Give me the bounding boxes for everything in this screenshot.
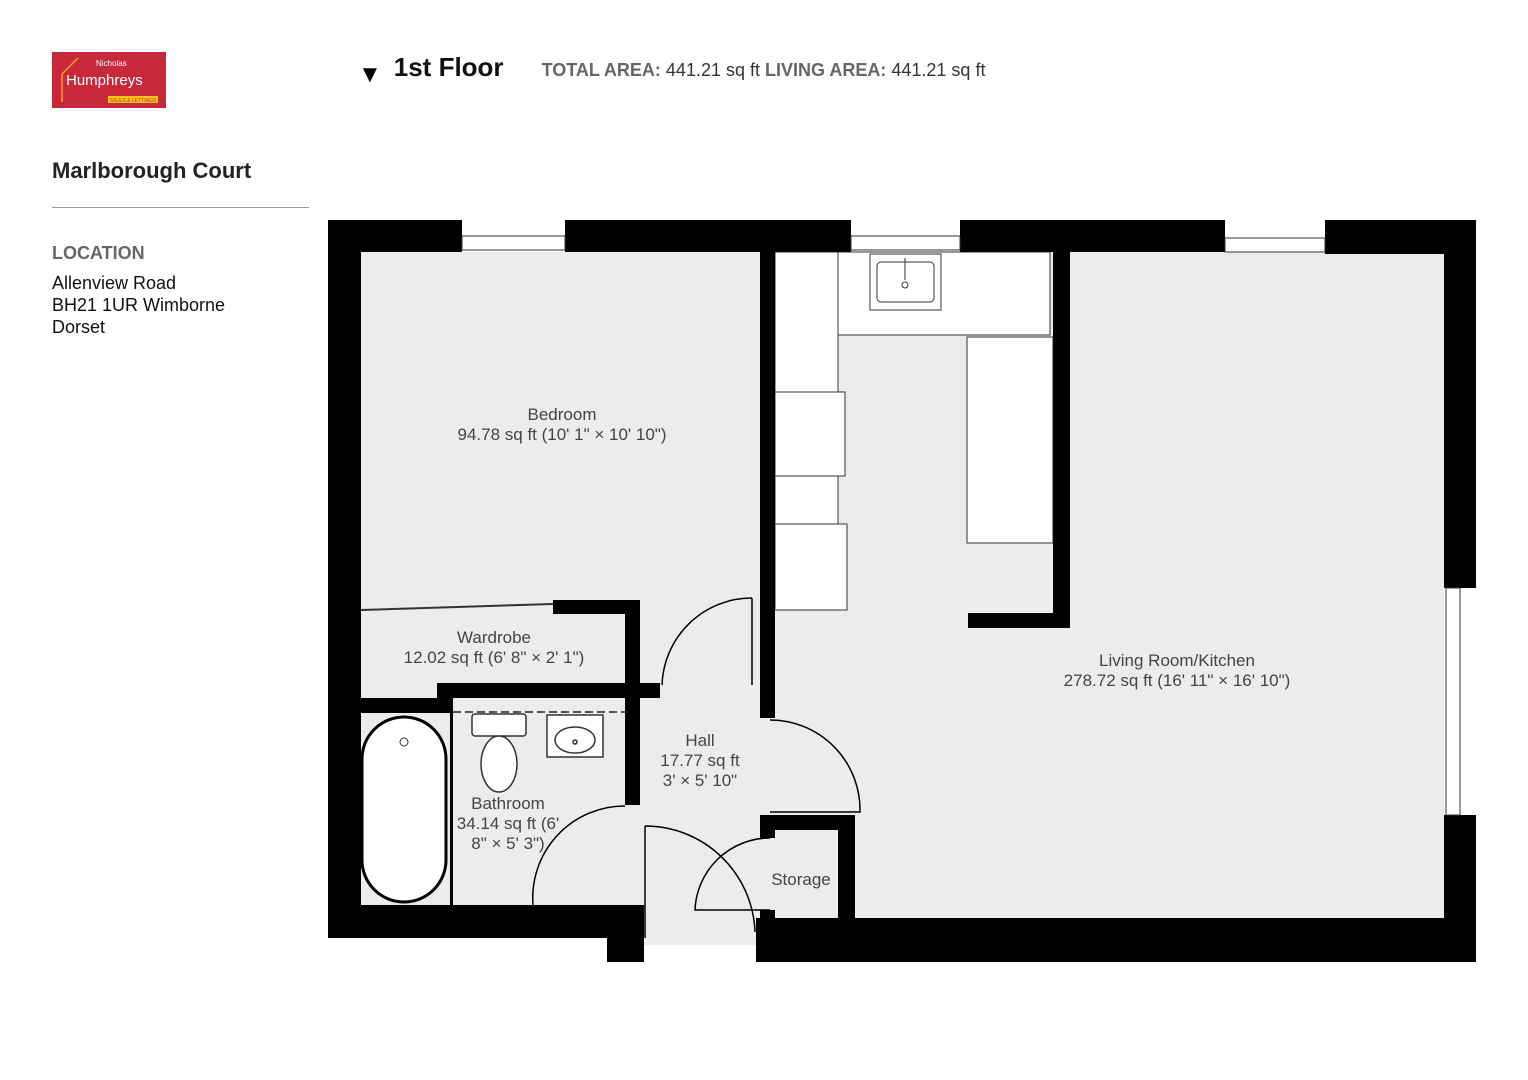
living-area-value: 441.21 sq ft — [891, 60, 986, 80]
living-area-label: LIVING AREA: — [765, 60, 887, 80]
bedroom-name: Bedroom — [528, 405, 597, 424]
bathroom-detail: 8" × 5' 3") — [471, 834, 544, 853]
triangle-down-icon[interactable]: ▼ — [358, 61, 382, 88]
address-line: BH21 1UR Wimborne — [52, 295, 226, 315]
total-area-value: 441.21 sq ft — [665, 60, 760, 80]
hall-detail: 3' × 5' 10" — [663, 771, 737, 790]
logo-tagline: SALES & LETTINGS — [110, 98, 157, 104]
toilet-icon — [471, 713, 527, 793]
windows — [461, 235, 1461, 816]
logo-text-main: Humphreys — [66, 72, 143, 89]
divider — [52, 207, 309, 208]
location-label: LOCATION — [52, 243, 145, 263]
kitchen-sink-icon — [869, 253, 942, 311]
bathroom-detail: 34.14 sq ft (6' — [457, 814, 559, 833]
wardrobe-detail: 12.02 sq ft (6' 8" × 2' 1") — [404, 648, 585, 667]
room-labels: Bedroom 94.78 sq ft (10' 1" × 10' 10") W… — [404, 405, 1291, 889]
bathtub-icon — [360, 715, 448, 904]
property-name: Marlborough Court — [52, 158, 252, 183]
living-detail: 278.72 sq ft (16' 11" × 16' 10") — [1064, 671, 1291, 690]
address-line: Dorset — [52, 317, 106, 337]
address-line: Allenview Road — [52, 273, 177, 293]
hall-detail: 17.77 sq ft — [660, 751, 740, 770]
bedroom-detail: 94.78 sq ft (10' 1" × 10' 10") — [458, 425, 667, 444]
company-logo: Nicholas Humphreys SALES & LETTINGS — [52, 52, 166, 108]
walls — [328, 220, 1476, 962]
hall-name: Hall — [685, 731, 714, 750]
wardrobe-sliding-door — [360, 603, 554, 611]
address: Allenview Road BH21 1UR Wimborne Dorset — [52, 272, 225, 338]
wardrobe-name: Wardrobe — [457, 628, 531, 647]
floor-header: ▼ 1st Floor TOTAL AREA: 441.21 sq ft LIV… — [358, 52, 986, 88]
bathroom-name: Bathroom — [471, 794, 545, 813]
doors — [531, 597, 861, 938]
logo-text-top: Nicholas — [96, 59, 127, 68]
storage-name: Storage — [771, 870, 831, 889]
floor-area — [361, 252, 1444, 945]
kitchen-counters — [774, 251, 1054, 611]
floor-title: 1st Floor — [393, 52, 504, 82]
total-area-label: TOTAL AREA: — [541, 60, 661, 80]
living-name: Living Room/Kitchen — [1099, 651, 1255, 670]
basin-icon — [546, 714, 604, 758]
